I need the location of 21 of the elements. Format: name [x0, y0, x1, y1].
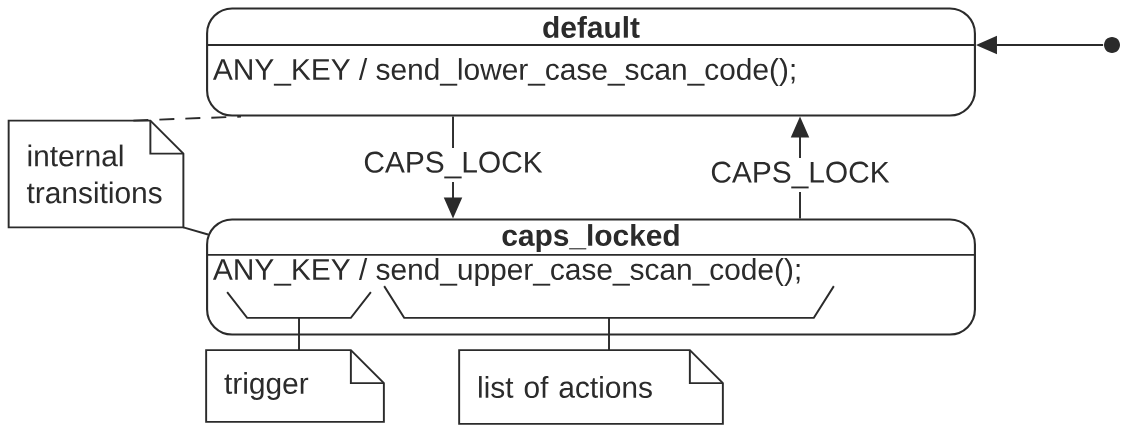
note-text: internal transitions — [26, 144, 162, 204]
edge-label: CAPS_LOCK — [364, 151, 543, 179]
leader-line — [298, 316, 300, 352]
state-box — [206, 7, 976, 117]
note-text: trigger — [224, 372, 309, 400]
note-text: list of actions — [479, 376, 652, 398]
note — [205, 349, 385, 423]
leader-line — [132, 115, 242, 122]
edge-label: CAPS_LOCK — [711, 161, 890, 189]
state-name: default — [543, 16, 640, 38]
brace — [383, 285, 835, 319]
internal-transition: ANY_KEY / send_upper_case_scan_code(); — [212, 258, 800, 286]
state-box — [206, 218, 976, 336]
leader-line — [182, 226, 209, 236]
internal-transition: ANY_KEY / send_lower_case_scan_code(); — [212, 58, 795, 86]
initial-state-dot — [1104, 37, 1120, 53]
note — [458, 349, 724, 425]
brace — [226, 291, 372, 319]
leader-line — [608, 316, 610, 352]
note — [7, 119, 185, 229]
state-name: caps_locked — [502, 224, 679, 252]
